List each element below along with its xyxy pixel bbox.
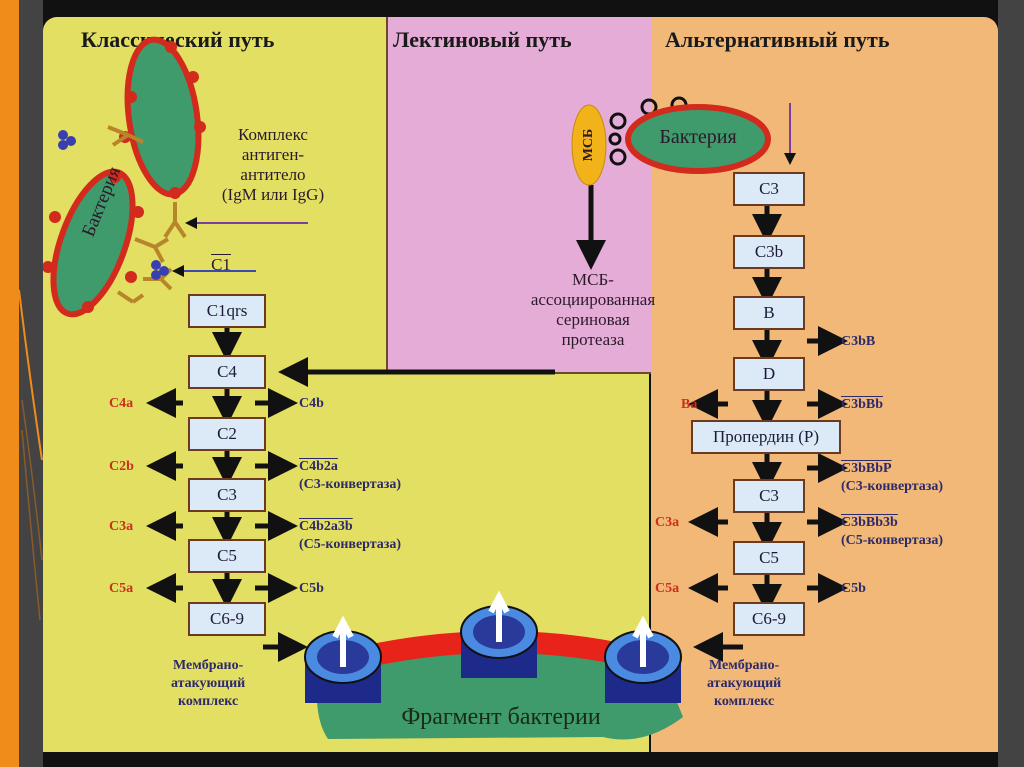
slide-accent-bar (0, 0, 19, 767)
mac-label-line: Мембрано- (172, 658, 244, 673)
alt-step-box-d: D (733, 357, 805, 391)
product-c5b: C5b (299, 581, 324, 596)
alt-step-box-c3b: C3b (733, 235, 805, 269)
msb-oval-icon (571, 104, 607, 186)
bacteria-bottom-icon (43, 168, 144, 318)
complex-label-line: Комплекс (238, 125, 308, 144)
c1-molecule-icons (58, 130, 169, 280)
alt-step-box-b: B (733, 296, 805, 330)
product-c3bb: C3bB (841, 334, 876, 349)
mac-pore-icons (304, 590, 682, 703)
step-box-c4: C4 (188, 355, 266, 389)
mac-label-line: комплекс (714, 694, 775, 709)
alt-step-box-c6-9: C6-9 (733, 602, 805, 636)
alt-step-box-c5: C5 (733, 541, 805, 575)
mac-label-right: Мембрано- атакующий комплекс (707, 657, 781, 711)
complex-label: Комплекс антиген- антитело (IgM или IgG) (203, 125, 343, 205)
alt-chain-arrows (688, 205, 848, 662)
mac-pore-left (304, 615, 382, 703)
mac-label-line: Мембрано- (708, 658, 780, 673)
product-c5b-alt: C5b (841, 581, 866, 596)
classic-pathway-title: Классический путь (81, 27, 275, 52)
mac-pore-right (604, 615, 682, 703)
step-box-c5: C5 (188, 539, 266, 573)
product-note: (C3-конвертаза) (299, 477, 402, 492)
product-c3bbb: C3bBb (841, 397, 884, 412)
complex-label-line: антитело (240, 165, 306, 184)
mac-pore-center (460, 590, 538, 678)
alt-step-box-properdin: Пропердин (P) (691, 420, 841, 454)
classic-chain-arrows (146, 326, 308, 662)
lectin-arrows (278, 185, 606, 387)
protease-label-line: ассоциированная (530, 290, 656, 309)
product-c2b: C2b (109, 459, 134, 474)
slide-frame-right (998, 0, 1024, 767)
complex-label-line: антиген- (241, 145, 305, 164)
bacteria-alt-icon (625, 104, 771, 174)
product-ba: Ba (681, 397, 698, 412)
product-c5a: C5a (109, 581, 134, 596)
complement-pathways-diagram: Классический путь Лектиновый путь Альтер… (43, 17, 998, 752)
product-note: (C5-конвертаза) (841, 533, 944, 548)
alt-step-box-c3: C3 (733, 172, 805, 206)
product-c5a-alt: C5a (655, 581, 680, 596)
step-box-c3: C3 (188, 478, 266, 512)
product-c3bbb3b: C3bBb3b (C5-конвертаза) (841, 514, 943, 550)
mac-label-left: Мембрано- атакующий комплекс (171, 657, 245, 711)
product-note: (C5-конвертаза) (299, 537, 402, 552)
bacteria-fragment-shape (316, 648, 683, 740)
product-c3a: C3a (109, 519, 134, 534)
slide-decoration-curves (18, 289, 43, 621)
mac-label-line: атакующий (707, 676, 782, 691)
product-c3bbbp: C3bBbP (C3-конвертаза) (841, 460, 943, 496)
product-c4b: C4b (299, 396, 324, 411)
msb-label: МСБ (581, 128, 596, 162)
protease-label-line: МСБ- (572, 270, 614, 289)
step-box-c1qrs: C1qrs (188, 294, 266, 328)
lectin-pathway-title: Лектиновый путь (393, 27, 572, 52)
product-note: (C3-конвертаза) (841, 479, 944, 494)
carbohydrate-hexagons (608, 96, 688, 166)
protease-label-line: сериновая (556, 310, 630, 329)
diagram-graphics (43, 36, 848, 740)
product-name: C3bBb3b (841, 515, 898, 530)
bacteria-top-icon (119, 36, 206, 199)
protease-label-line: протеаза (561, 330, 625, 349)
mac-label-line: комплекс (178, 694, 239, 709)
product-c4a: C4a (109, 396, 134, 411)
product-c3a-alt: C3a (655, 515, 680, 530)
product-name: C3bBbP (841, 461, 892, 476)
product-name: C4b2a (299, 459, 338, 474)
step-box-c2: C2 (188, 417, 266, 451)
product-c4b2a: C4b2a (C3-конвертаза) (299, 458, 401, 494)
protease-label: МСБ- ассоциированная сериновая протеаза (488, 270, 698, 350)
product-name: C4b2a3b (299, 519, 353, 534)
fragment-label: Фрагмент бактерии (401, 704, 601, 730)
alt-step-box-c3-second: C3 (733, 479, 805, 513)
bacteria-alt-label: Бактерия (659, 126, 737, 148)
alternative-pathway-title: Альтернативный путь (665, 27, 890, 52)
mac-label-line: атакующий (171, 676, 246, 691)
c1-label: C1 (211, 255, 231, 274)
product-c4b2a3b: C4b2a3b (C5-конвертаза) (299, 518, 401, 554)
complex-label-line: (IgM или IgG) (221, 185, 325, 204)
step-box-c6-9: C6-9 (188, 602, 266, 636)
